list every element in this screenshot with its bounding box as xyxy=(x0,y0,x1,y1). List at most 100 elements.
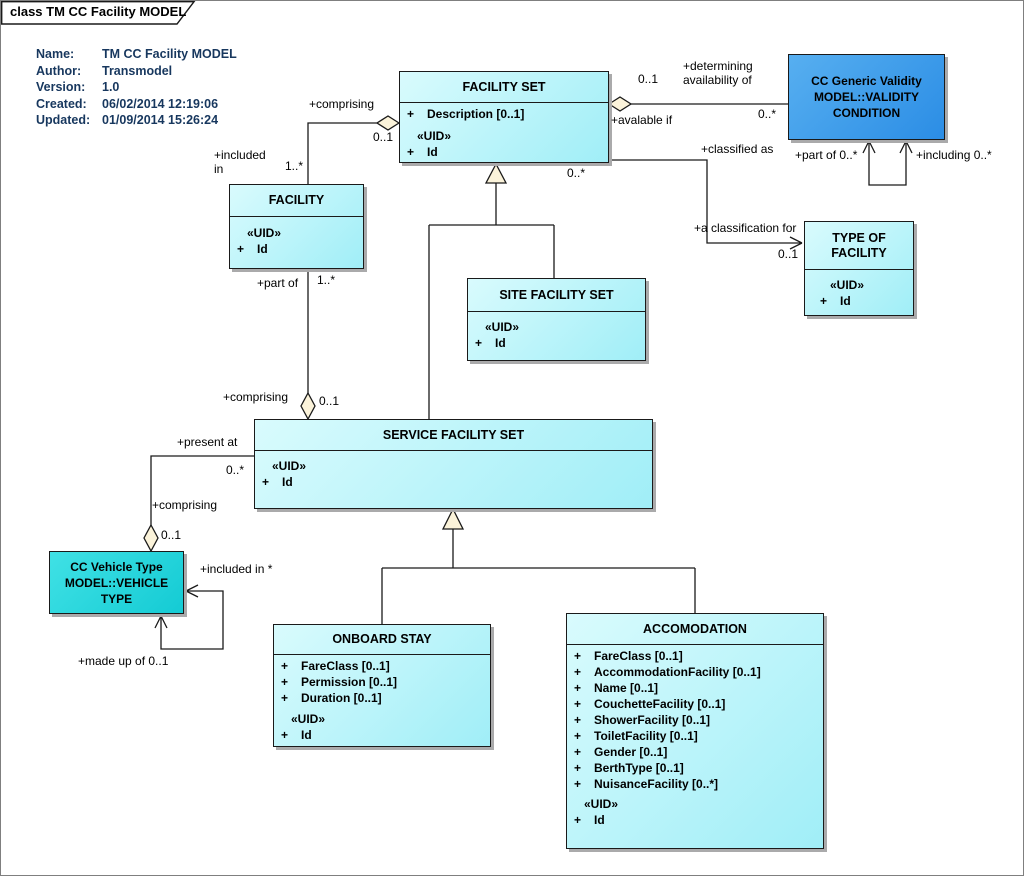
attribute: + Id xyxy=(805,293,913,309)
attribute: + CouchetteFacility [0..1] xyxy=(567,696,823,712)
attribute-name: FareClass [0..1] xyxy=(594,649,683,663)
assoc-facility-included-in-facility-set xyxy=(307,122,377,184)
metadata-row: Updated: 01/09/2014 15:26:24 xyxy=(36,112,237,129)
class-attributes: + FareClass [0..1] + Permission [0..1] +… xyxy=(274,655,490,743)
class-accomodation[interactable]: ACCOMODATION + FareClass [0..1] + Accomm… xyxy=(566,613,824,849)
multiplicity-label: 0..* xyxy=(567,166,586,180)
class-attributes: «UID» + Id xyxy=(255,451,652,490)
attribute-visibility: + xyxy=(281,659,289,673)
generalization-triangle-facility-set xyxy=(484,162,508,184)
multiplicity-label: 1..* xyxy=(317,273,336,287)
class-title: FACILITY SET xyxy=(400,72,608,103)
attribute-name: Id xyxy=(840,294,851,308)
aggregation-diamond-vehicle-type xyxy=(143,523,159,553)
role-label-part-of-star: +part of 0..* xyxy=(795,148,858,162)
assoc-facility-set-type-of-facility xyxy=(609,159,802,244)
role-label-classified-as: +classified as xyxy=(701,142,774,156)
attribute-visibility: + xyxy=(574,697,582,711)
class-validity-condition[interactable]: CC Generic Validity MODEL::VALIDITY COND… xyxy=(788,54,945,140)
class-facility[interactable]: FACILITY «UID» + Id xyxy=(229,184,364,269)
generalization-triangle-service-facility-set xyxy=(441,507,465,530)
attribute-name: Id xyxy=(282,475,293,489)
role-label-comprising: +comprising xyxy=(152,498,218,512)
attribute: + Gender [0..1] xyxy=(567,744,823,760)
class-attributes: «UID» + Id xyxy=(468,312,645,351)
role-label-comprising: +comprising xyxy=(309,97,375,111)
uid-stereotype: «UID» xyxy=(417,129,452,143)
multiplicity-label: 0..* xyxy=(226,463,245,477)
multiplicity-label: 0..1 xyxy=(778,247,799,261)
attribute-name: Id xyxy=(427,145,438,159)
assoc-service-set-vehicle-type xyxy=(150,455,254,525)
uid-stereotype: «UID» xyxy=(830,278,865,292)
attribute: + Id xyxy=(468,335,645,351)
metadata-value: TM CC Facility MODEL xyxy=(102,47,237,61)
class-onboard-stay[interactable]: ONBOARD STAY + FareClass [0..1] + Permis… xyxy=(273,624,491,747)
attribute-name: Description [0..1] xyxy=(427,107,525,121)
attribute-name: ShowerFacility [0..1] xyxy=(594,713,711,727)
class-attributes: + Description [0..1] «UID» + Id xyxy=(400,103,608,160)
role-label-included-in-star: +included in * xyxy=(200,562,273,576)
metadata-label: Updated: xyxy=(36,113,91,127)
attribute-name: Duration [0..1] xyxy=(301,691,382,705)
class-attributes: + FareClass [0..1] + AccommodationFacili… xyxy=(567,645,823,828)
multiplicity-label: 0..1 xyxy=(161,528,182,542)
attribute-name: CouchetteFacility [0..1] xyxy=(594,697,726,711)
attribute: + FareClass [0..1] xyxy=(274,658,490,674)
attribute-name: Id xyxy=(594,813,605,827)
open-arrows-vehicle-type-self xyxy=(154,584,199,629)
class-title: CC Generic Validity MODEL::VALIDITY COND… xyxy=(811,74,922,120)
attribute-name: NuisanceFacility [0..*] xyxy=(594,777,719,791)
class-title: ACCOMODATION xyxy=(567,614,823,645)
class-facility-set[interactable]: FACILITY SET + Description [0..1] «UID» … xyxy=(399,71,609,163)
attribute-visibility: + xyxy=(281,691,289,705)
role-label-including-star: +including 0..* xyxy=(916,148,992,162)
attribute: + Id xyxy=(567,812,823,828)
generalization-service-facility-set-line xyxy=(381,529,696,624)
attribute-visibility: + xyxy=(407,145,415,159)
class-type-of-facility[interactable]: TYPE OF FACILITY «UID» + Id xyxy=(804,221,914,316)
role-label-comprising: +comprising xyxy=(223,390,289,404)
attribute-visibility: + xyxy=(475,336,483,350)
metadata-label: Version: xyxy=(36,80,86,94)
attribute-visibility: + xyxy=(574,761,582,775)
attribute: + Permission [0..1] xyxy=(274,674,490,690)
metadata-row: Version: 1.0 xyxy=(36,79,237,96)
frame-tab xyxy=(1,1,196,25)
attribute: + Id xyxy=(230,241,363,257)
class-vehicle-type[interactable]: CC Vehicle Type MODEL::VEHICLE TYPE xyxy=(49,551,184,614)
role-label-made-up-of: +made up of 0..1 xyxy=(78,654,169,668)
attribute-name: Id xyxy=(495,336,506,350)
metadata-label: Created: xyxy=(36,96,87,111)
metadata-row: Name: TM CC Facility MODEL xyxy=(36,46,237,63)
uid-stereotype: «UID» xyxy=(291,712,326,726)
attribute-visibility: + xyxy=(281,675,289,689)
attribute-name: ToiletFacility [0..1] xyxy=(594,729,698,743)
assoc-vehicle-type-self xyxy=(160,590,224,650)
uid-stereotype: «UID» xyxy=(272,459,307,473)
attribute: + Duration [0..1] xyxy=(274,690,490,706)
class-title: SITE FACILITY SET xyxy=(468,279,645,312)
metadata-value: 06/02/2014 12:19:06 xyxy=(102,96,219,111)
attribute-visibility: + xyxy=(574,665,582,679)
attribute-visibility: + xyxy=(574,813,582,827)
class-title: FACILITY xyxy=(230,185,363,217)
attribute-name: FareClass [0..1] xyxy=(301,659,390,673)
role-label-determining: +determining availability of xyxy=(683,59,753,87)
attribute-visibility: + xyxy=(574,649,582,663)
attribute: + Id xyxy=(400,144,608,160)
class-title: ONBOARD STAY xyxy=(274,625,490,655)
attribute-visibility: + xyxy=(574,713,582,727)
role-label-available-if: +avalable if xyxy=(611,113,673,127)
class-title: CC Vehicle Type MODEL::VEHICLE TYPE xyxy=(64,559,169,606)
attribute: + Name [0..1] xyxy=(567,680,823,696)
attribute-name: Id xyxy=(257,242,268,256)
metadata-label: Author: xyxy=(36,63,82,78)
class-attributes: «UID» + Id xyxy=(230,217,363,257)
multiplicity-label: 0..1 xyxy=(319,394,340,408)
multiplicity-label: 0..* xyxy=(758,107,777,121)
class-service-facility-set[interactable]: SERVICE FACILITY SET «UID» + Id xyxy=(254,419,653,509)
class-site-facility-set[interactable]: SITE FACILITY SET «UID» + Id xyxy=(467,278,646,361)
metadata-value: Transmodel xyxy=(102,63,173,78)
attribute-visibility: + xyxy=(574,681,582,695)
